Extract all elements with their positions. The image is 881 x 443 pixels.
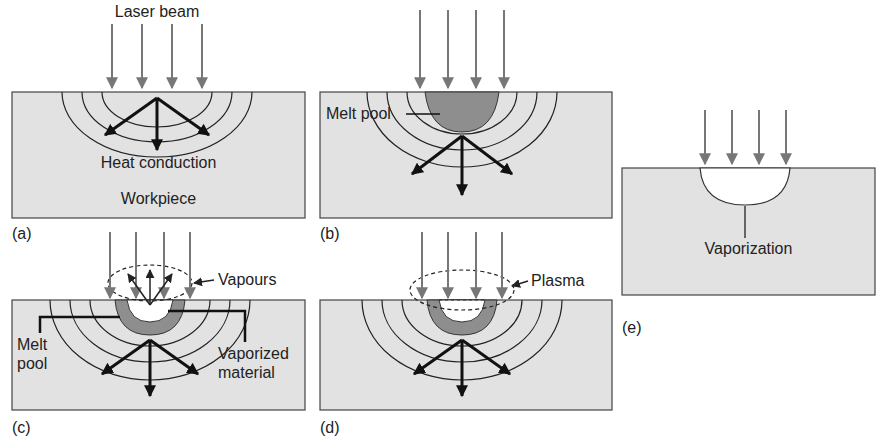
workpiece: Vaporization — [622, 168, 875, 295]
panel-letter: (e) — [622, 318, 642, 337]
part-label: Vaporized material — [218, 344, 303, 382]
workpiece: Heat conductionWorkpiece — [12, 92, 305, 218]
part-label: Melt pool — [17, 335, 65, 373]
panel-letter: (d) — [320, 418, 340, 437]
panel-letter: (c) — [12, 418, 31, 437]
panel-letter: (a) — [12, 224, 32, 243]
panel-letter: (b) — [320, 224, 340, 243]
beam-label: Laser beam — [107, 2, 207, 21]
node-text: Heat conduction — [12, 154, 305, 172]
part-label: Plasma — [531, 271, 584, 290]
part-label: Vapours — [218, 270, 276, 289]
node-text: Workpiece — [12, 190, 305, 208]
part-label: Melt pool — [326, 104, 391, 123]
node-text: Vaporization — [622, 240, 875, 258]
